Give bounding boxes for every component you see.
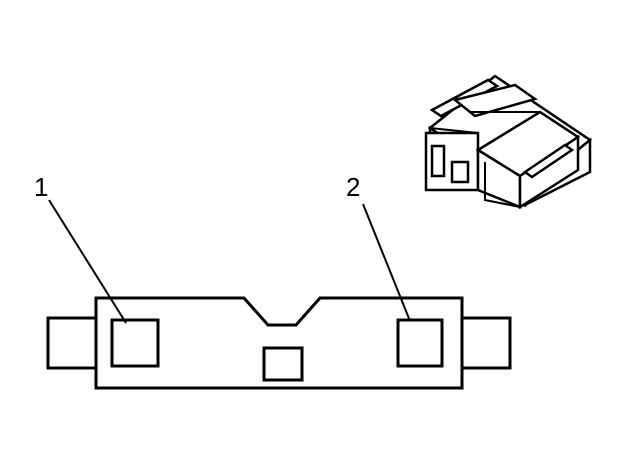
callout-2-leader bbox=[362, 203, 411, 322]
connector-isometric-view bbox=[424, 74, 593, 210]
connector-latch-slot bbox=[522, 143, 575, 179]
connector-front-cut bbox=[484, 162, 521, 208]
connector-cavity-1 bbox=[430, 144, 446, 178]
connector-latch-top bbox=[452, 83, 538, 118]
callout-1-leader bbox=[48, 199, 127, 324]
connector-face-view bbox=[46, 296, 512, 390]
right-side-tab bbox=[458, 316, 512, 370]
terminal-cavity-1 bbox=[110, 318, 160, 368]
callout-2: 2 bbox=[346, 172, 411, 322]
terminal-cavity-2 bbox=[396, 318, 444, 368]
connector-face-body bbox=[94, 296, 464, 390]
connector-cavity-2 bbox=[450, 160, 470, 184]
left-side-tab bbox=[46, 316, 100, 370]
center-key-square bbox=[262, 346, 304, 382]
callout-1-label: 1 bbox=[34, 172, 48, 202]
callout-1: 1 bbox=[34, 172, 127, 324]
connector-top-edge-1 bbox=[429, 127, 479, 134]
callout-2-label: 2 bbox=[346, 172, 360, 202]
